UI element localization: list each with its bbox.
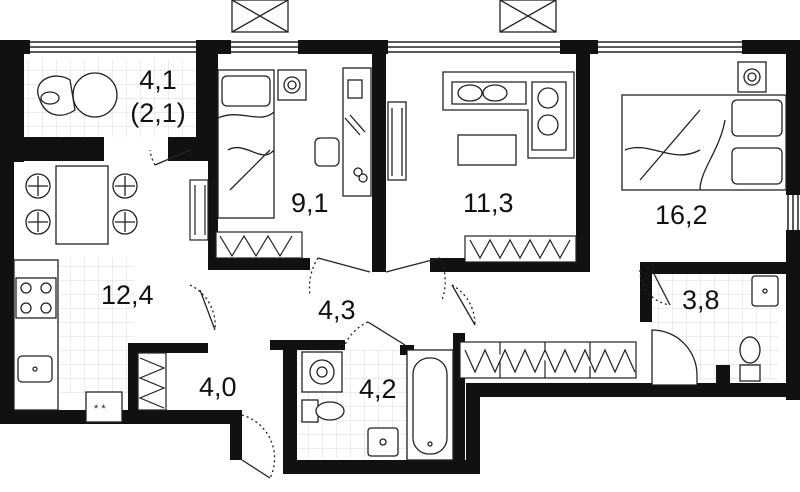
room-area-living: 11,3 — [463, 188, 514, 218]
armchair-icon — [37, 72, 118, 118]
wardrobe-icon — [137, 352, 167, 411]
windows — [30, 41, 799, 230]
sink-icon — [367, 427, 399, 457]
room-area-hall: 4,0 — [199, 372, 237, 402]
shower-icon — [651, 329, 698, 386]
sofa-icon — [442, 71, 575, 159]
sink-icon — [17, 355, 53, 383]
bed-icon — [217, 69, 275, 219]
stove-icon — [15, 277, 57, 319]
room-area-corridor: 4,3 — [318, 295, 356, 325]
toilet-icon — [739, 336, 761, 382]
room-area-value: 4,1 — [139, 65, 177, 95]
nightstand — [737, 61, 767, 93]
room-area-bedroom-master: 16,2 — [655, 200, 708, 230]
bed-icon — [621, 94, 787, 191]
washing-machine: * * — [85, 391, 123, 423]
bathtub-icon — [406, 349, 454, 461]
chair-icon — [25, 173, 138, 235]
washing-machine — [301, 351, 343, 393]
svg-text:* *: * * — [94, 403, 106, 415]
room-area-bathroom-master: 3,8 — [682, 285, 720, 315]
toilet-icon — [301, 399, 345, 423]
doors — [149, 149, 671, 479]
wardrobe-icon — [189, 179, 303, 259]
room-area-bedroom-small: 9,1 — [291, 188, 329, 218]
dining-set — [25, 165, 138, 245]
room-area-note: (2,1) — [130, 97, 186, 128]
tv-stand — [387, 101, 407, 181]
window-ac-unit-icon — [231, 0, 557, 33]
room-area-bathroom: 4,2 — [359, 374, 397, 404]
nightstand — [277, 69, 307, 101]
sink-icon — [751, 275, 779, 307]
room-area-kitchen: 12,4 — [101, 280, 154, 310]
wardrobe-icon — [464, 235, 577, 263]
room-area-loggia: 4,1 (2,1) — [128, 64, 188, 130]
desk — [314, 67, 372, 197]
table-icon — [457, 134, 517, 166]
wardrobe-icon — [459, 341, 637, 379]
kitchen-counter — [13, 259, 59, 411]
